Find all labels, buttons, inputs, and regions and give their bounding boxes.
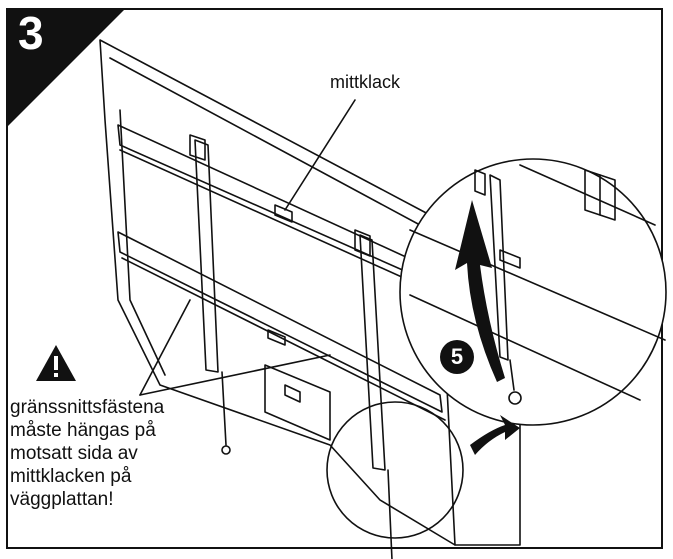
zoom-detail — [399, 158, 667, 426]
step-badge — [6, 8, 126, 128]
zoom-arrow — [470, 415, 520, 455]
center-bracket-label: mittklack — [330, 72, 401, 92]
step-number: 3 — [18, 7, 44, 59]
callout-number: 5 — [440, 340, 474, 374]
curved-arrow-icon — [455, 200, 505, 382]
center-bracket — [274, 204, 293, 223]
interface-bracket-left — [194, 139, 219, 373]
wall-plate-lower-rail — [117, 231, 443, 413]
warning-text: gränssnittsfästena måste hängas på motsa… — [10, 397, 165, 510]
interface-bracket-right — [359, 234, 386, 471]
warning-triangle-icon — [36, 345, 76, 381]
wall-plate-upper-rail — [117, 124, 433, 284]
